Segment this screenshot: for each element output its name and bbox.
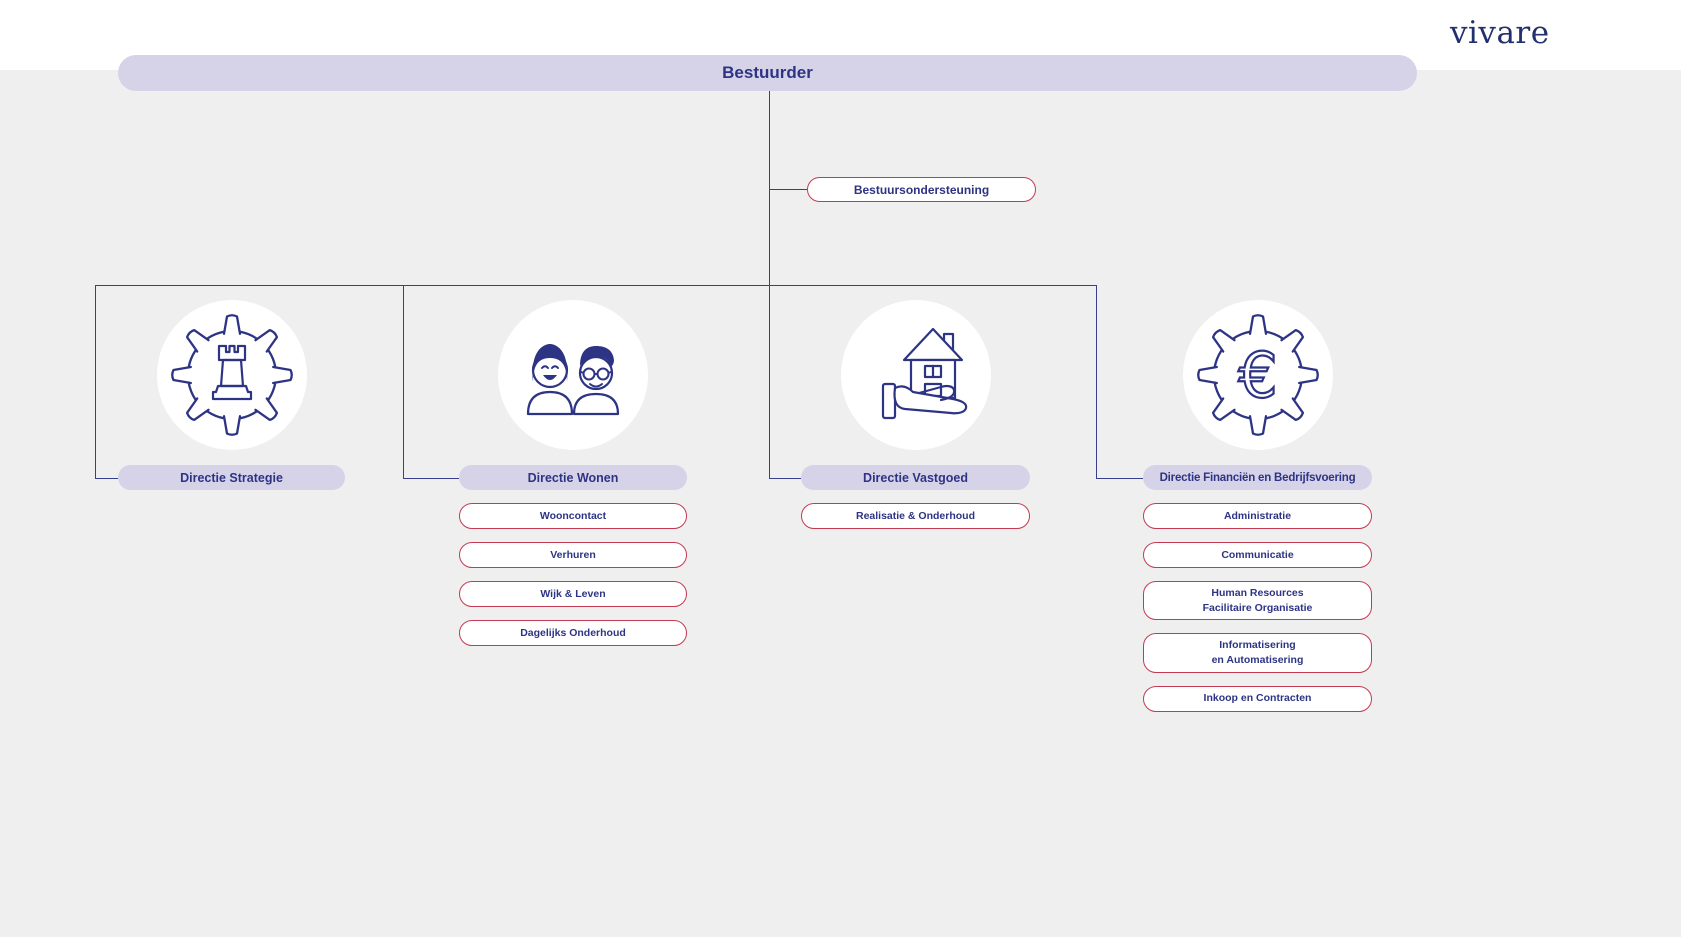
gear-euro-icon: € — [1196, 314, 1319, 436]
department-vastgoed: Directie Vastgoed Realisatie & Onderhoud — [801, 300, 1030, 529]
connector-line — [1096, 478, 1143, 479]
department-financien: € Directie Financiën en Bedrijfsvoering … — [1143, 300, 1372, 712]
unit-box: Communicatie — [1143, 542, 1372, 568]
department-icon-circle: € — [1182, 300, 1333, 450]
connector-line — [403, 478, 459, 479]
connector-line — [769, 189, 807, 190]
department-icon-circle — [840, 300, 991, 450]
org-root-node: Bestuurder — [118, 55, 1417, 91]
department-icon-circle — [498, 300, 648, 450]
department-label: Directie Strategie — [118, 465, 345, 490]
department-icon-circle — [156, 300, 307, 450]
two-people-icon — [526, 344, 620, 416]
department-label: Directie Financiën en Bedrijfsvoering — [1143, 465, 1372, 490]
connector-line — [769, 91, 770, 478]
department-label: Directie Vastgoed — [801, 465, 1030, 490]
department-wonen: Directie Wonen Wooncontact Verhuren Wijk… — [459, 300, 687, 646]
unit-box: Verhuren — [459, 542, 687, 568]
connector-line — [95, 285, 1096, 286]
connector-line — [1096, 285, 1097, 478]
unit-box: Informatisering en Automatisering — [1143, 633, 1372, 673]
unit-box: Administratie — [1143, 503, 1372, 529]
department-strategie: Directie Strategie — [118, 300, 345, 490]
svg-text:€: € — [1238, 339, 1277, 412]
unit-box: Inkoop en Contracten — [1143, 685, 1372, 712]
connector-line — [769, 478, 801, 479]
connector-line — [95, 478, 118, 479]
vivare-logo: vivare — [1450, 15, 1550, 51]
gear-chess-rook-icon — [170, 314, 293, 436]
connector-line — [95, 285, 96, 478]
unit-box: Realisatie & Onderhoud — [801, 503, 1030, 529]
department-label: Directie Wonen — [459, 465, 687, 490]
unit-box: Wooncontact — [459, 503, 687, 529]
unit-box: Dagelijks Onderhoud — [459, 620, 687, 646]
unit-box: Wijk & Leven — [459, 581, 687, 607]
house-in-hand-icon — [881, 327, 967, 420]
unit-box: Human Resources Facilitaire Organisatie — [1143, 581, 1372, 621]
staff-unit-node: Bestuursondersteuning — [807, 177, 1036, 202]
connector-line — [403, 285, 404, 478]
